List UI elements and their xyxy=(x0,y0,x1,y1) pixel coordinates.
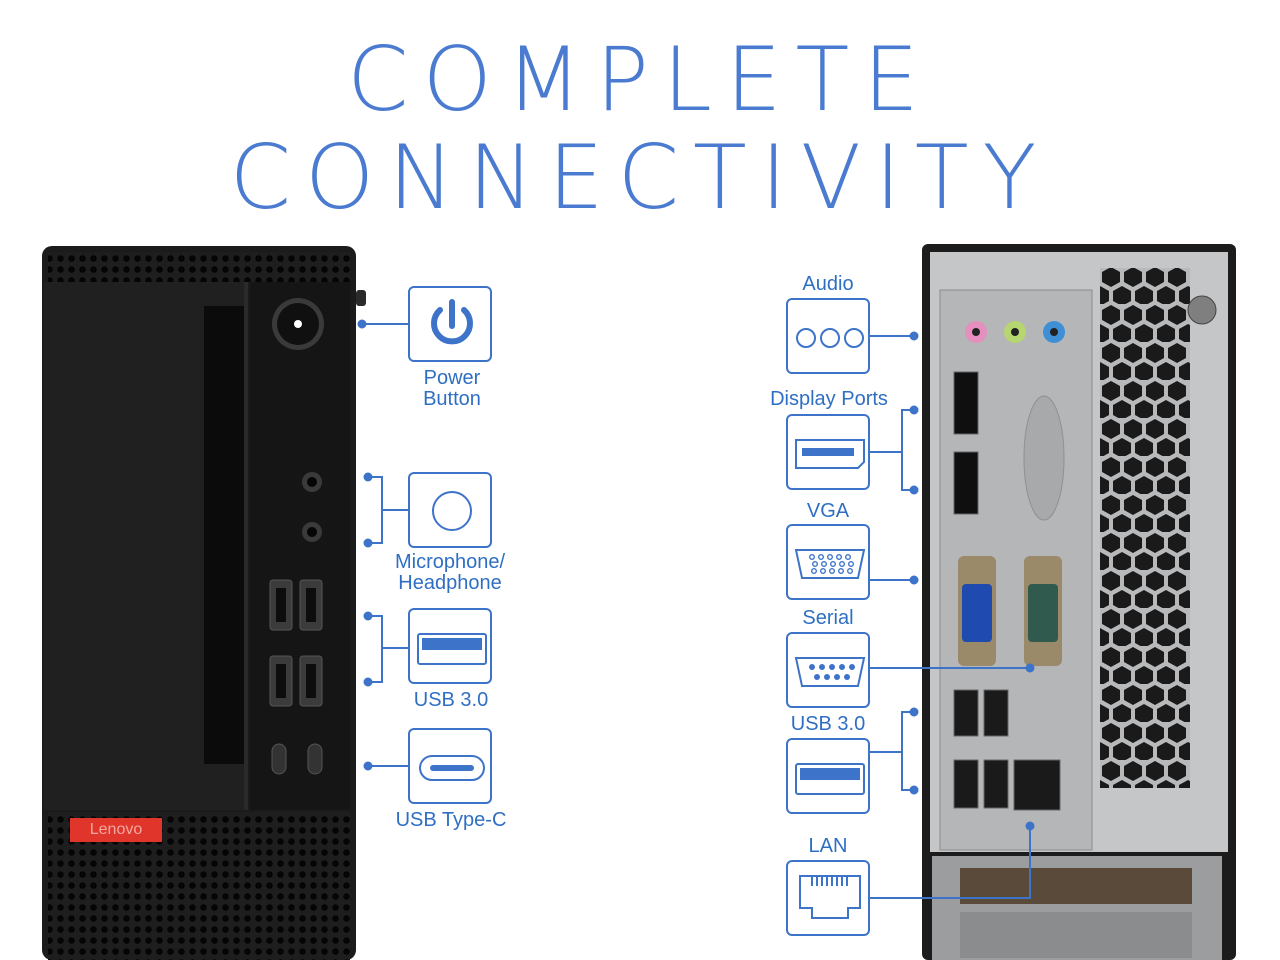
usbc-label: USB Type-C xyxy=(395,809,507,831)
usb-a-icon xyxy=(795,763,865,795)
usb-a-icon xyxy=(417,633,487,665)
vga-icon xyxy=(794,549,866,579)
power-icon-box xyxy=(408,286,492,362)
usb3-rear-label: USB 3.0 xyxy=(790,713,866,735)
lan-label: LAN xyxy=(808,835,848,857)
mic-label: Microphone/ xyxy=(394,551,506,573)
rear-pc xyxy=(922,244,1236,960)
serial-port-icon xyxy=(794,657,866,687)
usbc-icon-box xyxy=(408,728,492,804)
usb-c-icon xyxy=(419,755,485,781)
serial-label: Serial xyxy=(802,607,854,629)
display-ports-label: Display Ports xyxy=(770,388,888,410)
vga-label: VGA xyxy=(806,500,850,522)
vga-icon-box xyxy=(786,524,870,600)
displayport-icon-box xyxy=(786,414,870,490)
front-pc xyxy=(42,246,366,960)
usb3-front-icon-box xyxy=(408,608,492,684)
power-label: Power xyxy=(423,367,481,389)
usb3-rear-icon-box xyxy=(786,738,870,814)
power-icon xyxy=(431,299,473,345)
lenovo-badge xyxy=(70,818,162,842)
lenovo-logo: Lenovo xyxy=(89,821,143,838)
audio-jack-icon xyxy=(432,491,472,531)
headline-line-1: COMPLETE xyxy=(347,28,933,131)
mic-label-2: Headphone xyxy=(398,572,502,594)
headline-line-2: CONNECTIVITY xyxy=(229,126,1051,229)
audio-ports-icon xyxy=(796,328,864,348)
power-label-2: Button xyxy=(423,388,481,410)
displayport-icon xyxy=(795,439,865,469)
usb3-front-label: USB 3.0 xyxy=(413,689,489,711)
audio-icon-box xyxy=(786,298,870,374)
audio-jack-icon-box xyxy=(408,472,492,548)
serial-icon-box xyxy=(786,632,870,708)
lan-icon-box xyxy=(786,860,870,936)
ethernet-icon xyxy=(799,875,861,919)
audio-label: Audio xyxy=(802,273,854,295)
